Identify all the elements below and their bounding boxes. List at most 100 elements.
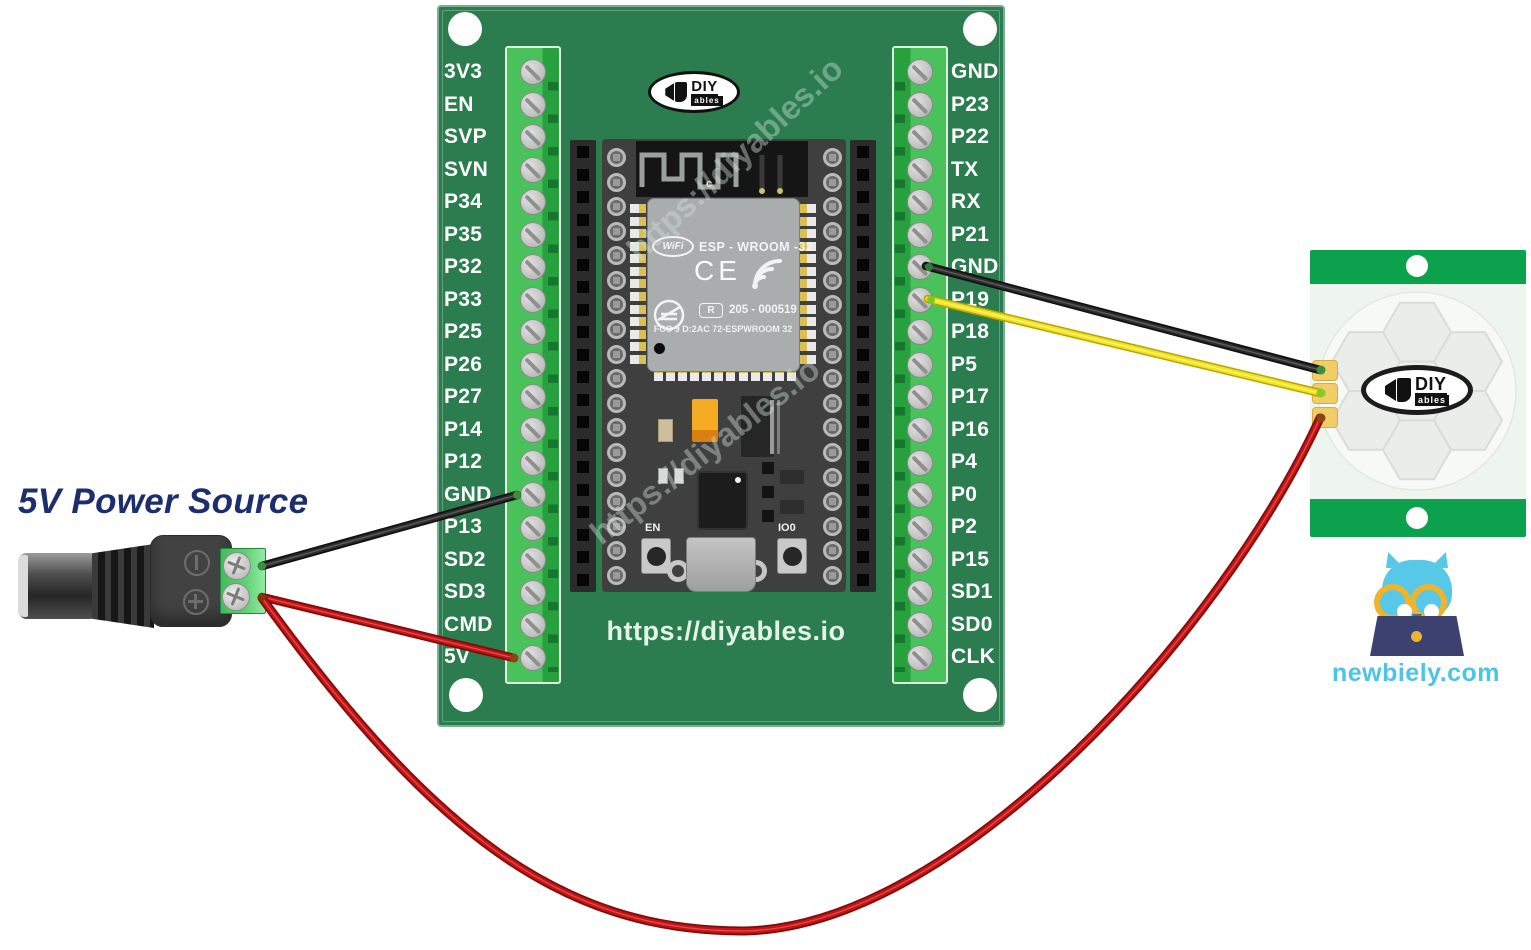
- screw-terminal: [520, 156, 546, 183]
- screw-terminal: [907, 644, 933, 671]
- logo-text-diy: DIY: [691, 77, 718, 96]
- header-strip-right: [850, 140, 876, 592]
- owl-eye: [1397, 604, 1412, 619]
- header-pin: [857, 416, 869, 429]
- solder-pad: [822, 246, 842, 266]
- logo-text-ables: ables: [1414, 394, 1449, 406]
- mounting-hole: [448, 12, 482, 46]
- header-pin: [577, 506, 589, 519]
- solder-pad: [606, 148, 626, 167]
- module-pad: [738, 366, 748, 381]
- screw-terminal: [907, 91, 933, 118]
- module-pad: [630, 329, 646, 339]
- boot-button-label: IO0: [778, 522, 796, 534]
- module-pad: [630, 204, 646, 213]
- left-pin-labels: 3V3 EN SVP SVN P34 P35 P32 P33 P25 P26 P…: [444, 61, 502, 668]
- header-pin: [577, 236, 589, 249]
- solder-pad: [606, 516, 626, 536]
- header-strip-left: [570, 140, 596, 592]
- header-pin: [857, 326, 869, 339]
- module-pad: [800, 216, 816, 226]
- header-pin: [577, 461, 589, 474]
- module-pad: [702, 366, 712, 381]
- pin-label-p16: P16: [951, 417, 990, 441]
- module-pad: [654, 366, 663, 381]
- screw-terminal: [520, 59, 546, 85]
- terminal-screw-negative: [223, 552, 251, 580]
- solder-pad: [822, 467, 842, 487]
- solder-pad: [822, 418, 842, 438]
- screw-terminal: [520, 189, 546, 216]
- screw-terminal: [520, 644, 546, 671]
- header-pin: [857, 483, 869, 496]
- solder-pad: [822, 197, 842, 217]
- header-pin: [577, 483, 589, 496]
- header-pin: [577, 348, 589, 361]
- screw-terminal: [907, 417, 933, 444]
- pin1-dot: [654, 343, 665, 354]
- board-url-text: https://diyables.io: [606, 616, 846, 646]
- pin-label-en: EN: [444, 92, 474, 116]
- header-pin: [857, 168, 869, 181]
- module-pad: [800, 266, 816, 276]
- screw-terminal: [907, 254, 933, 281]
- pin-label-p34: P34: [444, 190, 483, 213]
- header-pin: [577, 213, 589, 226]
- screw-column-left: [520, 59, 546, 671]
- capacitor-component: [658, 419, 673, 442]
- smd-component: [762, 486, 774, 498]
- header-pin: [577, 191, 589, 204]
- module-pad: [630, 354, 646, 364]
- module-pad: [630, 279, 646, 289]
- antenna-label: c: [706, 178, 713, 190]
- module-pad: [630, 254, 646, 264]
- solder-pad: [606, 492, 626, 512]
- screw-terminal: [907, 384, 933, 411]
- header-pin: [577, 258, 589, 271]
- solder-pad: [822, 369, 842, 389]
- module-pad: [800, 329, 816, 339]
- solder-pad: [606, 320, 626, 340]
- mounting-hole: [449, 678, 483, 712]
- solder-pad: [606, 221, 626, 241]
- dc-jack-barrel: [18, 553, 94, 619]
- component-lead: [770, 400, 774, 454]
- solder-pad: [822, 344, 842, 364]
- button-cap: [782, 546, 802, 566]
- header-pin: [577, 393, 589, 406]
- screw-terminal: [520, 91, 546, 118]
- pin-label-p4: P4: [951, 450, 978, 473]
- positive-polarity-icon: [183, 589, 209, 615]
- solder-pad: [822, 516, 842, 536]
- pin-label-sd3: SD3: [444, 580, 486, 603]
- pin-label-p22: P22: [951, 125, 990, 148]
- solder-pad: [606, 270, 626, 290]
- screw-terminal: [520, 449, 546, 476]
- laptop-logo-dot: [1411, 631, 1422, 642]
- module-pad: [666, 366, 676, 381]
- screw-terminal: [520, 351, 546, 378]
- solder-pad: [822, 295, 842, 315]
- pin-label-p15: P15: [951, 547, 990, 571]
- screw-terminal: [907, 286, 933, 313]
- module-pad: [750, 366, 760, 381]
- module-pad: [630, 229, 646, 239]
- header-pin: [857, 281, 869, 294]
- pin-label-sd1: SD1: [951, 580, 993, 603]
- pin-label-p27: P27: [444, 385, 483, 408]
- ce-mark: CE: [694, 255, 741, 286]
- pin-label-p33: P33: [444, 287, 483, 311]
- pin-label-svn: SVN: [444, 157, 489, 181]
- solder-pad: [606, 393, 626, 413]
- header-pin: [577, 326, 589, 339]
- pin-label-3v3: 3V3: [444, 60, 483, 83]
- module-pad: [690, 366, 700, 381]
- mounting-hole: [1406, 507, 1428, 529]
- solder-pad: [606, 172, 626, 192]
- boot-button: [777, 538, 807, 574]
- module-pad: [800, 354, 816, 364]
- smd-component: [780, 470, 804, 484]
- pir-out-pin: [1312, 383, 1338, 404]
- smd-component: [762, 510, 774, 522]
- screw-terminal: [520, 286, 546, 313]
